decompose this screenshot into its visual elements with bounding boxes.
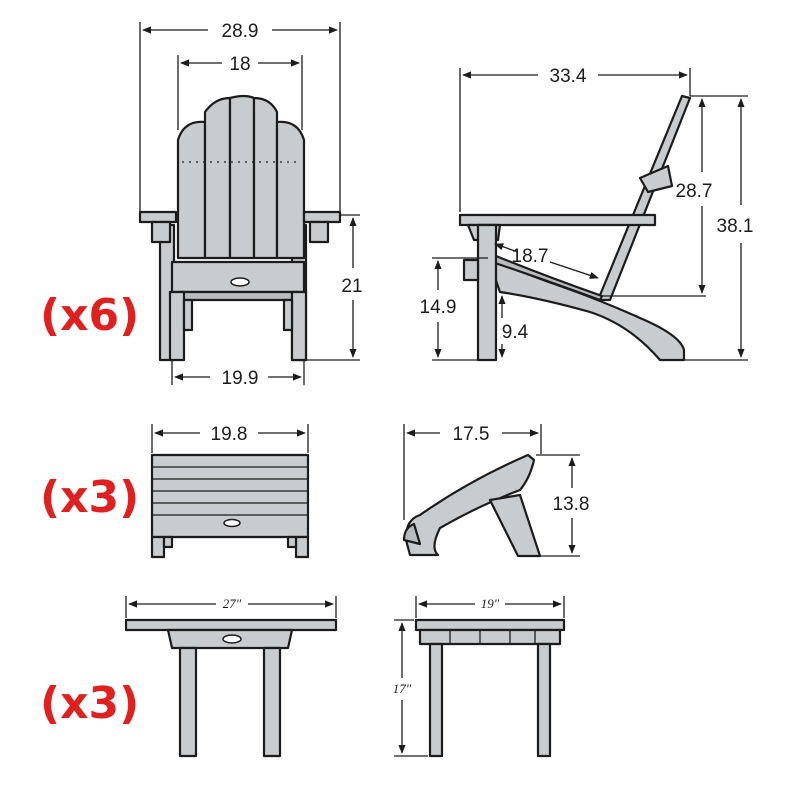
ottoman-quantity-label: (x3) — [40, 472, 139, 523]
ottoman-height-label: 13.8 — [553, 494, 590, 515]
chair-depth-label: 33.4 — [550, 66, 587, 87]
logo-badge — [223, 518, 241, 528]
table-width-label: 27″ — [223, 596, 242, 611]
chair-total-height-label: 38.1 — [717, 216, 754, 237]
ottoman-side-view — [402, 453, 542, 558]
chair-back-width-label: 18 — [229, 54, 250, 75]
chair-seat-depth-label: 18.7 — [512, 246, 549, 267]
ottoman-width-label: 19.8 — [211, 424, 248, 445]
table-front-view — [124, 618, 338, 758]
ottoman-side-dimensions: 17.5 13.8 — [403, 424, 590, 557]
chair-arm-height-label: 21 — [341, 276, 362, 297]
logo-badge — [222, 634, 242, 644]
chair-side-dimensions: 33.4 38.1 28.7 18.7 14.9 9.4 — [420, 66, 754, 361]
chair-seat-height-label: 14.9 — [420, 297, 457, 318]
table-side-view — [414, 618, 566, 758]
table-height-label: 17″ — [393, 681, 412, 696]
table-side-dimensions: 19″ 17″ — [393, 596, 565, 757]
chair-quantity-label: (x6) — [40, 290, 139, 341]
ottoman-front-dimensions: 19.8 — [151, 424, 309, 453]
table-front-dimensions: 27″ — [125, 596, 337, 618]
table-quantity-label: (x3) — [40, 678, 139, 729]
chair-overall-width-label: 28.9 — [222, 21, 259, 42]
chair-back-height-label: 28.7 — [676, 181, 713, 202]
ottoman-front-view — [150, 453, 310, 559]
chair-front-view — [138, 94, 342, 362]
logo-badge — [230, 277, 250, 287]
chair-front-dimensions: 28.9 18 19.9 21 — [139, 21, 363, 389]
chair-seat-front-height-label: 9.4 — [502, 322, 529, 343]
ottoman-depth-label: 17.5 — [453, 424, 490, 445]
chair-side-view — [458, 94, 692, 362]
table-depth-label: 19″ — [481, 596, 500, 611]
chair-seat-width-label: 19.9 — [222, 368, 259, 389]
